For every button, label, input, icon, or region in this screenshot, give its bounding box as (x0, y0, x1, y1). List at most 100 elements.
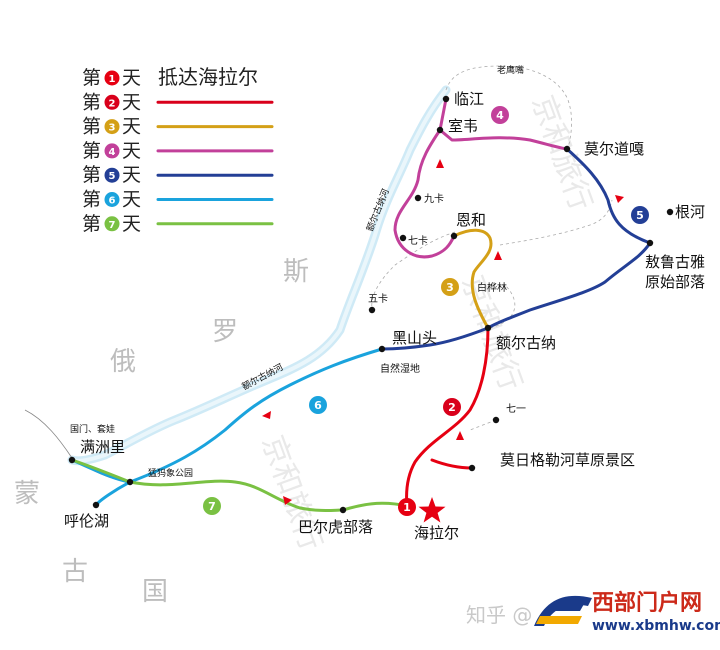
site-url: www.xbmhw.com (592, 618, 720, 634)
dot-hei-shan-tou (378, 345, 386, 353)
label-mo-ri-ge-le: 莫日格勒河草原景区 (500, 451, 635, 469)
dot-qi-yi (492, 416, 500, 424)
location-dots (68, 95, 674, 514)
badge-day-4: 4 (491, 106, 509, 124)
border-line (24, 409, 73, 459)
label-e-er-gu-na: 额尔古纳 (496, 334, 556, 352)
legend-day-number: 2 (109, 98, 116, 109)
legend-day-prefix: 第 (82, 67, 101, 89)
dot-wu-ka (368, 306, 376, 314)
hailar-star-icon (418, 497, 446, 523)
dot-shi-wei (436, 126, 444, 134)
legend-day-badge (104, 167, 120, 183)
route-day-7 (70, 458, 409, 512)
legend-day-number: 3 (109, 123, 116, 134)
svg-text:俄: 俄 (110, 347, 136, 377)
dot-ba-er-hu (339, 506, 347, 514)
svg-text:2: 2 (448, 401, 456, 414)
route-day-3 (452, 228, 493, 330)
legend-day-suffix: 天 (122, 67, 141, 89)
label-manzhouli: 满洲里 (80, 438, 125, 456)
svg-text:4: 4 (496, 109, 504, 122)
legend-day-suffix: 天 (122, 140, 141, 162)
badge-day-2: 2 (443, 398, 461, 416)
svg-text:6: 6 (314, 399, 322, 412)
arrow-icon (494, 251, 502, 260)
label-qi-ka: 七卡 (408, 234, 428, 247)
svg-text:罗: 罗 (212, 317, 238, 347)
arrow-icon (436, 159, 444, 168)
dot-jiu-ka (414, 194, 422, 202)
dot-mammoth (126, 478, 134, 486)
dot-aoluguya (646, 239, 654, 247)
watermark: 京和旅行 京和旅行 京和旅行 (254, 91, 598, 556)
label-aoluguya-2: 原始部落 (645, 273, 705, 291)
label-lin-jiang: 临江 (454, 90, 484, 108)
legend-day-prefix: 第 (82, 164, 101, 186)
label-wu-ka: 五卡 (368, 292, 388, 305)
legend-day-number: 5 (109, 171, 116, 182)
legend-day-suffix: 天 (122, 164, 141, 186)
route-day-4 (393, 97, 569, 259)
legend-day-badge (104, 94, 120, 110)
route-day-5 (380, 147, 652, 351)
badge-day-7: 7 (203, 497, 221, 515)
dot-qi-ka (399, 234, 407, 242)
badge-day-3: 3 (441, 278, 459, 296)
legend-day-number: 4 (109, 147, 116, 158)
dot-mo-ri-ge-le (468, 464, 476, 472)
dot-mo-er-dao-ga (563, 145, 571, 153)
svg-text:1: 1 (403, 501, 411, 514)
route-day-2 (405, 326, 490, 508)
legend-title: 抵达海拉尔 (158, 65, 258, 89)
country-russia: 斯 罗 俄 (110, 257, 309, 377)
arrow-icon (262, 411, 271, 419)
label-hulun-lake: 呼伦湖 (64, 512, 109, 530)
legend-day-prefix: 第 (82, 91, 101, 113)
label-aoluguya-1: 敖鲁古雅 (645, 253, 705, 271)
label-gen-he: 根河 (675, 203, 705, 221)
country-mongolia: 蒙 古 国 (14, 479, 168, 607)
place-labels: 老鹰嘴 临江 室韦 莫尔道嘎 根河 敖鲁古雅 原始部落 九卡 七卡 恩和 白桦林… (64, 64, 705, 542)
label-hai-la-er: 海拉尔 (414, 524, 459, 542)
legend-day-suffix: 天 (122, 116, 141, 138)
route-badges: 4 5 3 2 6 7 1 (203, 106, 649, 516)
badge-day-1: 1 (398, 498, 416, 516)
label-mo-er-dao-ga: 莫尔道嘎 (584, 140, 644, 158)
dot-manzhouli (68, 456, 76, 464)
dot-lin-jiang (442, 95, 450, 103)
label-wetland: 自然湿地 (380, 362, 420, 375)
legend-day-badge (104, 70, 120, 86)
label-shi-wei: 室韦 (448, 117, 478, 135)
legend-day-prefix: 第 (82, 140, 101, 162)
dot-e-er-gu-na (484, 324, 492, 332)
arrow-icon (456, 431, 464, 440)
dot-gen-he (666, 208, 674, 216)
site-logo-icon (534, 595, 592, 626)
label-qi-yi: 七一 (506, 403, 526, 415)
legend-day-badge (104, 143, 120, 159)
legend-day-prefix: 第 (82, 213, 101, 235)
label-hei-shan-tou: 黑山头 (392, 329, 437, 347)
legend-day-suffix: 天 (122, 213, 141, 235)
legend-day-suffix: 天 (122, 189, 141, 211)
dashed-roads (371, 65, 613, 431)
legend-day-number: 6 (109, 196, 116, 207)
dot-hulun-lake (92, 501, 100, 509)
direction-arrows (262, 159, 624, 505)
dot-en-he (450, 232, 458, 240)
legend-day-badge (104, 192, 120, 207)
legend-day-badge (104, 119, 120, 135)
label-lao-ying-zui: 老鹰嘴 (497, 64, 524, 76)
arrow-icon (283, 496, 292, 505)
footer: 知乎 @ 西部门户网 www.xbmhw.com (466, 590, 720, 634)
